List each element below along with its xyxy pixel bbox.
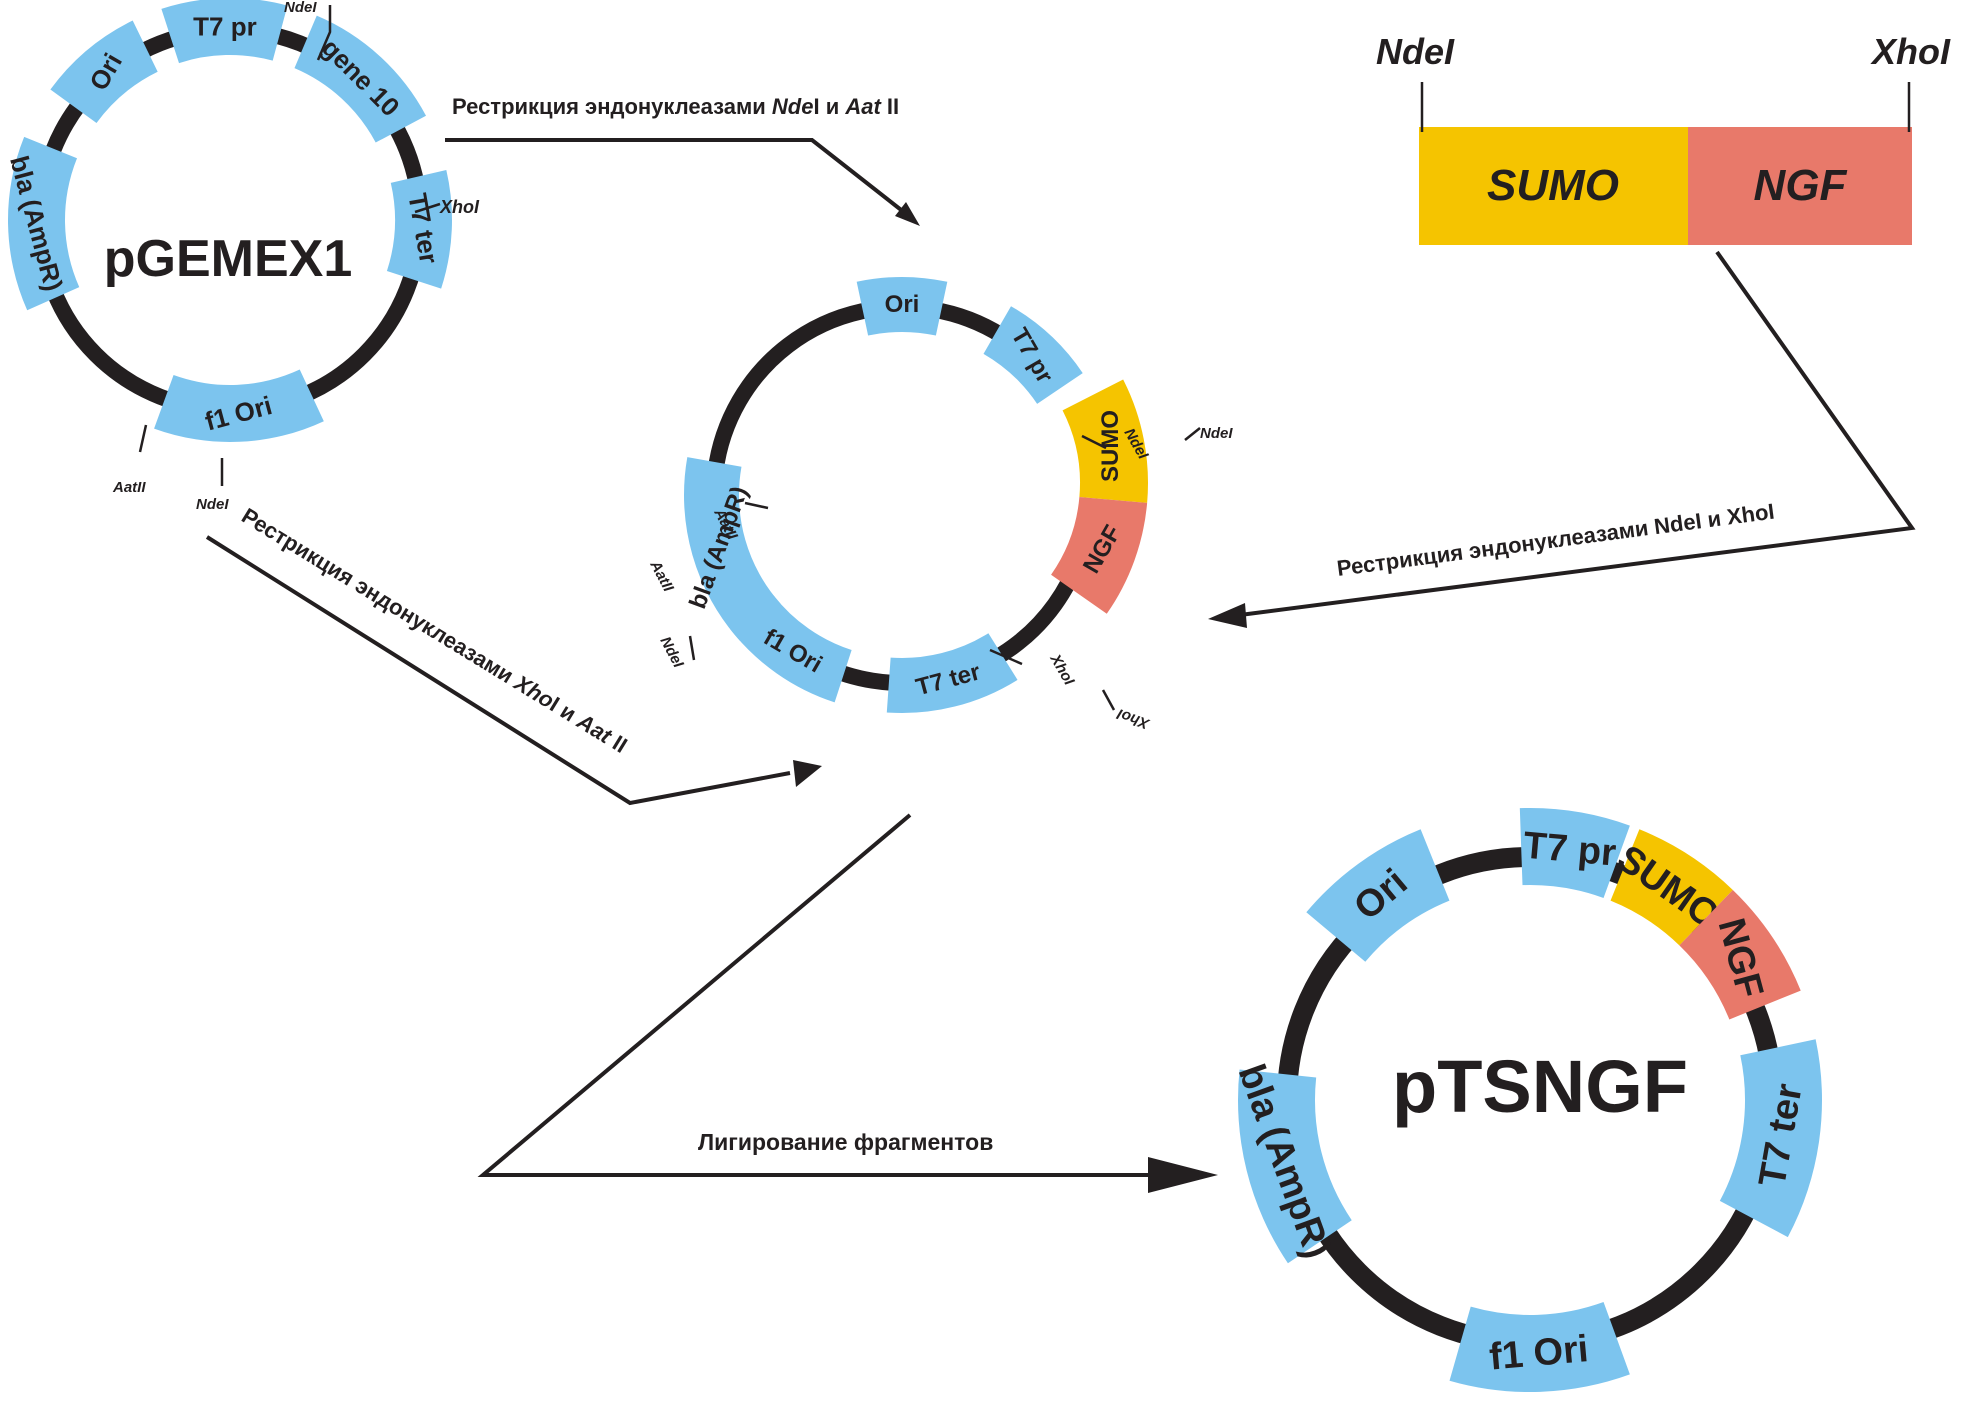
arrow-restriction-right-head bbox=[1208, 603, 1247, 628]
caption-restriction-top: Рестрикция эндонуклеазами NdeI и Aat II bbox=[452, 94, 899, 119]
final-segment-6 bbox=[1238, 1069, 1352, 1264]
xhoi-site-label: XhoI bbox=[439, 197, 480, 217]
caption-restriction-right: Рестрикция эндонуклеазами NdeI и XhoI bbox=[1335, 499, 1775, 581]
p1-segment-4 bbox=[154, 369, 324, 442]
final-segment-1 bbox=[1519, 807, 1630, 898]
insert-sumo-label: SUMO bbox=[1487, 161, 1619, 210]
final-segment-2 bbox=[1610, 829, 1733, 946]
mid-ndei-marker-2 bbox=[688, 635, 696, 661]
insert-xhoi-label: XhoI bbox=[1870, 31, 1951, 72]
final-segment-4 bbox=[1719, 1039, 1823, 1238]
arrow-restriction-top-head bbox=[895, 202, 920, 226]
insert-ngf-block bbox=[1688, 127, 1912, 245]
arrow-restriction-top-line bbox=[445, 138, 907, 215]
mid-insert-ndei-marker bbox=[1184, 427, 1201, 441]
mid-segment-2 bbox=[684, 457, 781, 641]
arrow-restriction-left-line bbox=[205, 535, 791, 806]
ndei-site-marker bbox=[316, 5, 332, 61]
final-segment-3 bbox=[1679, 889, 1801, 1020]
plasmid-pgemex1-name: pGEMEX1 bbox=[104, 230, 353, 288]
arrow-ligation-head bbox=[1148, 1157, 1218, 1193]
mid-xhoi-label-1: XhoI bbox=[1046, 651, 1078, 689]
mid-ndei-label-3: NdeI bbox=[656, 634, 687, 671]
caption-ligation: Лигирование фрагментов bbox=[698, 1129, 993, 1155]
mid-segment-3 bbox=[730, 595, 852, 703]
p1-segment-3 bbox=[386, 170, 452, 289]
mid-segment-0 bbox=[856, 277, 948, 336]
mid-ndei-label-2: NdeI bbox=[1200, 425, 1233, 442]
mid-insert-xhoi-marker bbox=[1101, 689, 1116, 711]
final-segment-5 bbox=[1449, 1302, 1630, 1392]
final-segment-0 bbox=[1306, 829, 1450, 962]
p1-segment-5 bbox=[8, 136, 80, 311]
mid-segment-4 bbox=[886, 633, 1018, 713]
mid-ndei-stub bbox=[1081, 434, 1107, 450]
arrow-restriction-left bbox=[205, 535, 822, 806]
final-segment-label-1: T7 pr bbox=[1522, 825, 1618, 875]
mid-aatii-label-2: AatII bbox=[646, 557, 677, 595]
final-segment-label-5: f1 Ori bbox=[1488, 1328, 1591, 1378]
mid-aatii-stub bbox=[744, 501, 769, 510]
insert-sumo-block bbox=[1419, 127, 1688, 245]
caption-restriction-left: Рестрикция эндонуклеазами XhoI и Aat II bbox=[237, 503, 631, 758]
arrow-restriction-top bbox=[445, 138, 920, 226]
insert-ndei-label: NdeI bbox=[1376, 31, 1455, 72]
mid-insert-segment-1 bbox=[1051, 496, 1148, 614]
plasmid-ptsngf-name: pTSNGF bbox=[1392, 1045, 1688, 1128]
p1-segment-1 bbox=[161, 0, 288, 64]
arrow-ligation bbox=[477, 813, 1218, 1193]
insert-sumo-ngf: NdeI XhoI SUMO NGF bbox=[1376, 31, 1951, 245]
mid-xhoi-label-2: XhoI bbox=[1114, 705, 1152, 733]
arrow-ligation-line bbox=[477, 813, 1160, 1177]
ndei-site-label: NdeI bbox=[284, 0, 317, 16]
mid-segment-label-0: Ori bbox=[885, 291, 920, 318]
xhoi-site-marker bbox=[414, 202, 441, 214]
aatii-site-marker bbox=[138, 424, 148, 453]
aatii-site-label: AatII bbox=[112, 479, 146, 496]
mid-segment-1 bbox=[983, 306, 1083, 404]
arrow-restriction-right-line bbox=[1239, 250, 1916, 617]
arrow-restriction-right bbox=[1208, 250, 1916, 628]
mid-insert-segment-0 bbox=[1062, 379, 1148, 503]
arrow-restriction-left-head bbox=[793, 760, 822, 787]
insert-ngf-label: NGF bbox=[1754, 161, 1848, 210]
ndei-site-label-2: NdeI bbox=[196, 496, 229, 513]
p1-segment-label-1: T7 pr bbox=[193, 12, 257, 42]
mid-xhoi-stub bbox=[989, 648, 1023, 666]
p1-segment-0 bbox=[50, 20, 158, 124]
p1-segment-2 bbox=[294, 15, 427, 143]
